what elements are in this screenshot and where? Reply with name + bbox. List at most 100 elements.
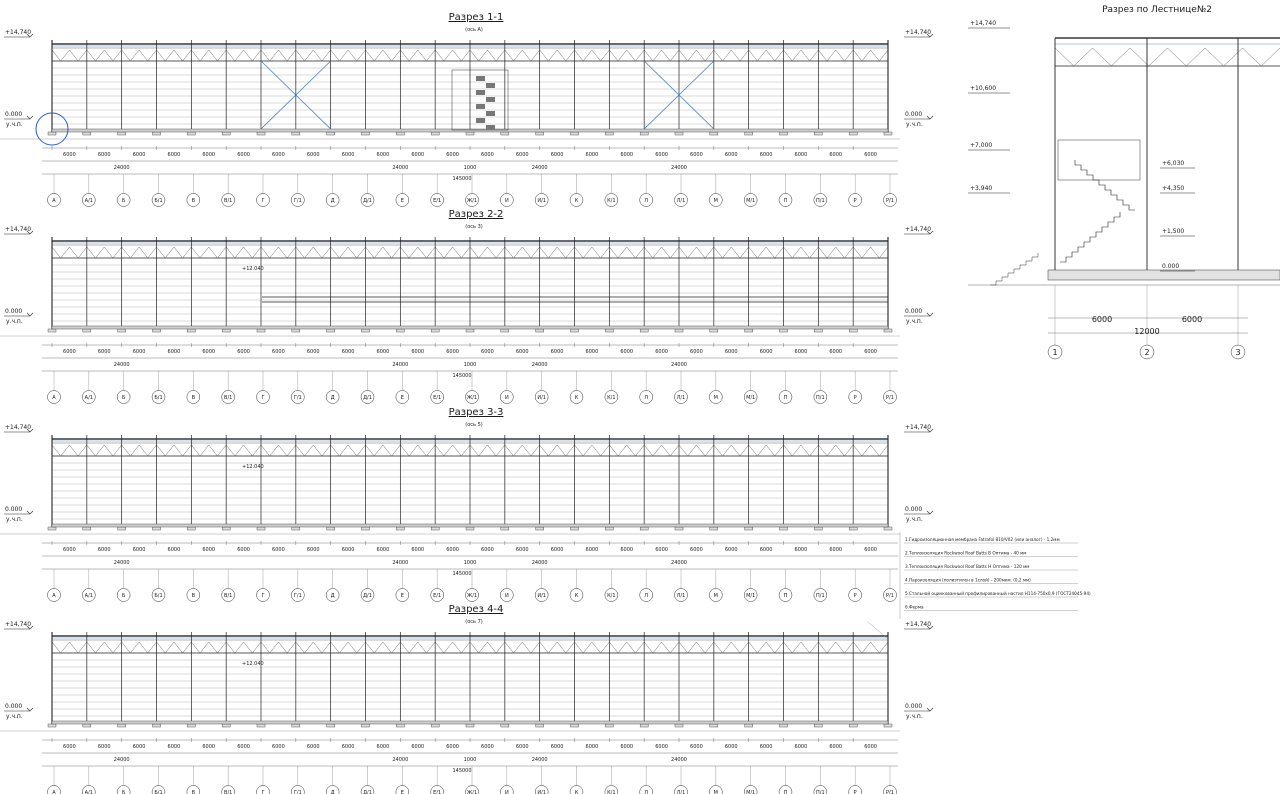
level-sublabel: у.ч.п. — [906, 713, 923, 720]
column-footing — [430, 526, 440, 531]
axis-label: Р/1 — [886, 198, 894, 204]
axis-bubble — [395, 193, 410, 207]
bay-dimension: 6000 — [133, 152, 146, 158]
column-footing — [187, 723, 196, 728]
column-footing — [396, 328, 405, 333]
group-dimension: 24000 — [114, 165, 130, 171]
column-footing — [396, 131, 405, 136]
bay-dimension: 6000 — [168, 547, 181, 553]
group-dimension: 1000 — [464, 362, 477, 368]
legend-item: 4.Пароизоляция (полиэтилен в 1слой) - 20… — [905, 578, 1031, 583]
bay-dimension: 6000 — [98, 547, 111, 553]
column-footing — [779, 131, 788, 136]
axis-bubble — [256, 390, 270, 404]
bay-dimension: 6000 — [551, 547, 564, 553]
axis-label: И — [505, 395, 509, 401]
level-arrow-icon — [26, 510, 34, 515]
column-footing — [639, 328, 649, 333]
total-dimension: 145000 — [452, 373, 471, 379]
axis-bubble — [743, 785, 758, 794]
axis-label: Л/1 — [677, 395, 686, 401]
column-footing — [674, 526, 684, 531]
axis-bubble — [709, 785, 723, 794]
column-footing — [883, 131, 893, 136]
column-footing — [430, 723, 440, 728]
level-arrow-icon — [26, 625, 34, 630]
level-sublabel: у.ч.п. — [6, 713, 23, 720]
column-footing — [500, 328, 510, 333]
axis-label: П/1 — [816, 790, 825, 794]
column-footing — [605, 723, 614, 728]
axis-bubble — [569, 390, 584, 404]
bay-dimension: 6000 — [516, 349, 529, 355]
bay-dimension: 6000 — [864, 547, 877, 553]
level-label: 0.000 — [905, 506, 922, 513]
bay-dimension: 6000 — [202, 349, 215, 355]
level-label: +14,740 — [5, 226, 31, 233]
truss-web — [51, 444, 889, 457]
column-footing — [883, 526, 893, 531]
bay-dimension: 6000 — [655, 349, 668, 355]
legend-item: 5.Стальной оцинкованный профилированный … — [905, 591, 1091, 596]
axis-bubble — [325, 588, 340, 602]
axis-label: Е/1 — [433, 790, 441, 794]
bay-dimension: 6000 — [168, 744, 181, 750]
stair-frame — [451, 69, 509, 131]
group-dimension: 24000 — [392, 560, 408, 566]
bay-dimension: 6000 — [202, 547, 215, 553]
axis-bubble — [360, 785, 375, 794]
axis-label: Е/1 — [433, 593, 441, 599]
bay-dimension: 6000 — [760, 744, 773, 750]
section-axis-note: (ось А) — [465, 27, 483, 33]
axis-label: Б — [122, 790, 126, 794]
stair-foundation-slab — [1047, 269, 1280, 281]
level-label: 0.000 — [5, 111, 22, 118]
level-arrow-icon — [926, 510, 934, 515]
axis-bubble — [325, 785, 340, 794]
axis-bubble — [82, 785, 96, 794]
axis-bubble — [848, 193, 862, 207]
axis-bubble — [848, 390, 862, 404]
axis-label: Д — [331, 198, 335, 204]
axis-label: Ж/1 — [467, 198, 477, 204]
column-footing — [326, 328, 335, 333]
column-footing — [639, 526, 649, 531]
column-footing — [117, 723, 126, 728]
column-footing — [187, 328, 196, 333]
column-footing — [361, 526, 370, 531]
axis-label: Г — [261, 395, 264, 401]
bay-dimension: 6000 — [237, 152, 250, 158]
column-footing — [82, 328, 92, 333]
axis-bubble — [256, 588, 270, 602]
axis-label: В — [192, 790, 196, 794]
stair-step — [476, 90, 485, 95]
axis-label: Л — [644, 198, 648, 204]
column-footing — [430, 131, 440, 136]
axis-label: Г/1 — [294, 198, 302, 204]
column-footing — [291, 131, 301, 136]
roof-layers-legend: 1.Гидроизоляционная мембрана Fatrafol 81… — [899, 532, 1091, 619]
column-footing — [709, 328, 719, 333]
axis-label: Ж/1 — [467, 593, 477, 599]
axis-bubble — [116, 785, 131, 794]
stair-step — [476, 76, 485, 81]
axis-bubble — [186, 785, 201, 794]
bay-dimension: 6000 — [829, 744, 842, 750]
axis-label: П — [784, 790, 788, 794]
axis-bubble — [778, 390, 793, 404]
stair-step — [486, 83, 495, 88]
section-axis-note: (ось 3) — [465, 224, 482, 230]
legend-item: 3.Теплоизоляция Rockwool Roof Batts Н Оп… — [905, 564, 1029, 569]
column-footing — [779, 526, 788, 531]
axis-label: В — [192, 395, 196, 401]
axis-label: М/1 — [746, 593, 755, 599]
bay-dimension: 6000 — [829, 349, 842, 355]
level-arrow-icon — [926, 230, 934, 235]
group-dimension: 24000 — [532, 560, 548, 566]
axis-bubble — [395, 390, 410, 404]
level-label: 0.000 — [5, 308, 22, 315]
axis-bubble — [883, 785, 897, 794]
stair-level-left: +10,600 — [970, 85, 996, 92]
stair-level-left: +7,000 — [970, 142, 992, 149]
column-footing — [674, 328, 684, 333]
